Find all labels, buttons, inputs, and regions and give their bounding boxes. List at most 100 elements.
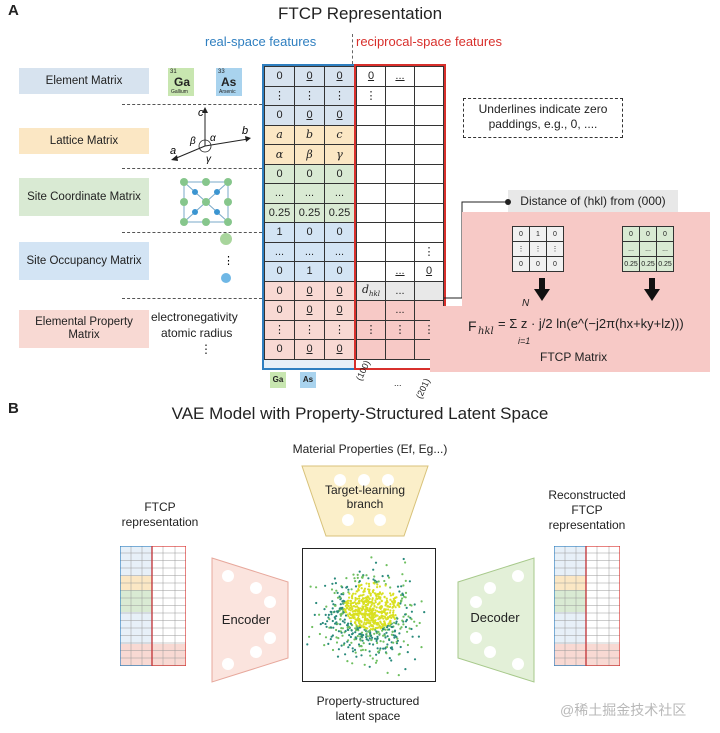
latent-point [367, 621, 370, 624]
latent-point [371, 611, 374, 614]
latent-point [318, 632, 321, 636]
latent-point [378, 632, 381, 635]
latent-point [350, 629, 353, 632]
latent-point [374, 561, 378, 564]
latent-point [365, 582, 368, 585]
latent-point [383, 634, 386, 637]
latent-point [402, 615, 405, 618]
feature-divider [352, 34, 353, 64]
latent-point [392, 615, 395, 618]
latent-point [337, 630, 340, 633]
latent-point [335, 641, 339, 644]
latent-point [368, 600, 371, 604]
latent-point [386, 626, 389, 629]
latent-point [409, 603, 412, 606]
mini-grid-cell: 0.25 [639, 256, 657, 272]
property-example-atomic-radius: atomic radius [161, 326, 233, 340]
real-space-cell: 0 [294, 163, 325, 184]
ftcp-formula: F hkl N i=1 = Σ z · j/2 ln(e^(−j2π(hx+ky… [466, 298, 706, 346]
real-space-cell: β [294, 144, 325, 165]
decoder-label: Decoder [470, 610, 520, 625]
mini-grid-cell: 0 [546, 226, 564, 242]
latent-point [346, 624, 349, 627]
latent-point [323, 608, 326, 611]
latent-point [315, 586, 318, 589]
latent-point [355, 655, 358, 658]
reciprocal-space-cell: dhkl [356, 280, 386, 301]
latent-point [360, 624, 363, 627]
latent-point [386, 635, 389, 638]
real-space-cell: ⋮ [324, 85, 355, 106]
latent-point [361, 575, 364, 578]
real-space-cell: 0 [324, 300, 355, 321]
latent-point [362, 593, 365, 596]
mini-grid-cell: ⋮ [529, 241, 547, 257]
real-space-cell: 0 [264, 280, 295, 301]
latent-point [336, 655, 340, 658]
latent-point [354, 631, 357, 634]
material-properties-label: Material Properties (Ef, Eg...) [292, 442, 448, 456]
row-label-elemental-property: Elemental Property Matrix [19, 310, 149, 348]
latent-point [329, 610, 332, 613]
latent-point [356, 576, 359, 579]
latent-point [379, 620, 382, 623]
reciprocal-space-cell [356, 241, 386, 262]
latent-point [359, 632, 362, 635]
latent-point [378, 649, 381, 652]
reciprocal-space-cell [356, 163, 386, 184]
latent-point [331, 600, 334, 603]
latent-point [357, 612, 360, 615]
latent-point [369, 628, 372, 631]
latent-point [339, 623, 342, 626]
latent-point [374, 581, 377, 584]
latent-point [423, 611, 426, 614]
latent-point [384, 584, 387, 587]
real-space-cell: 0 [324, 261, 355, 282]
latent-point [341, 600, 344, 603]
latent-point [378, 610, 382, 613]
latent-point [384, 616, 387, 619]
latent-point [363, 663, 366, 666]
latent-point [362, 642, 365, 645]
latent-point [358, 602, 361, 605]
latent-point [385, 631, 388, 634]
latent-point [396, 585, 400, 588]
latent-point [390, 600, 394, 603]
latent-point [368, 665, 371, 668]
real-space-cell: ⋮ [294, 319, 325, 340]
latent-point [378, 624, 381, 627]
latent-point [324, 613, 327, 616]
latent-point [349, 620, 353, 623]
latent-point [349, 609, 352, 612]
latent-point [359, 594, 362, 597]
latent-point [365, 632, 368, 635]
latent-point [367, 582, 371, 585]
latent-point [381, 592, 384, 595]
latent-point [365, 574, 368, 577]
latent-point [374, 661, 378, 664]
lattice-c-label: c [198, 107, 204, 119]
real-space-cell: 0 [264, 300, 295, 321]
latent-point [394, 596, 397, 599]
latent-point [336, 622, 339, 625]
latent-point [377, 622, 380, 625]
latent-point [346, 628, 349, 631]
latent-point [369, 605, 372, 608]
latent-point [371, 657, 374, 660]
latent-point [378, 592, 381, 595]
latent-point [393, 629, 397, 632]
latent-point [363, 614, 367, 617]
latent-point [343, 600, 346, 603]
latent-point [351, 650, 355, 653]
ftcp-formula-box-lower [430, 306, 710, 372]
latent-point [357, 589, 360, 592]
latent-point [381, 629, 384, 632]
latent-point [388, 611, 392, 614]
real-space-cell: ... [264, 183, 295, 204]
latent-point [398, 590, 401, 593]
latent-point [410, 618, 413, 621]
latent-point [353, 638, 356, 641]
reciprocal-space-cell [356, 183, 386, 204]
latent-point [372, 568, 375, 571]
